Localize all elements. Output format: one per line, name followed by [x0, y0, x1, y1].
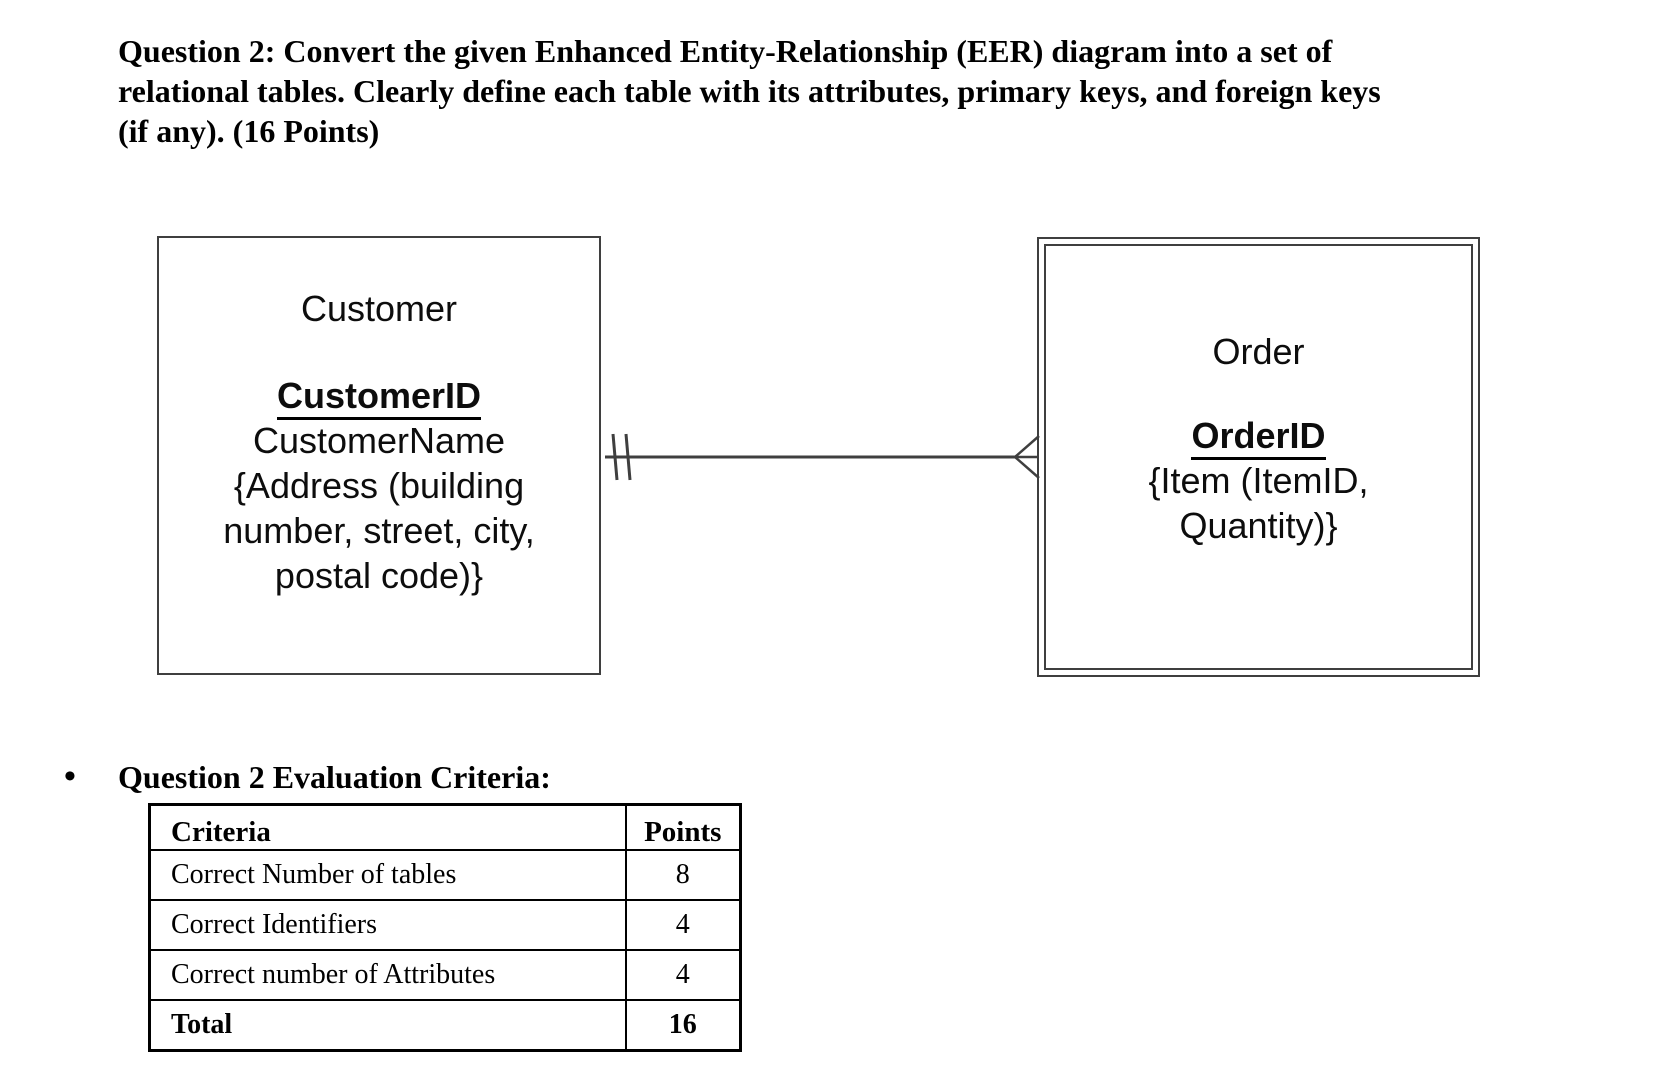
total-points-cell: 16	[624, 999, 742, 1052]
total-label-cell: Total	[148, 999, 627, 1052]
table-total-row: Total 16	[148, 999, 742, 1052]
entity-order: Order OrderID {Item (ItemID, Quantity)}	[1037, 237, 1480, 677]
relationship-connector	[605, 433, 1040, 481]
criteria-cell: Correct Identifiers	[148, 899, 627, 951]
question-line-2: relational tables. Clearly define each t…	[118, 73, 1381, 109]
entity-customer-attribute: CustomerName	[252, 420, 506, 461]
entity-order-key: OrderID	[1191, 415, 1326, 460]
entity-customer-title: Customer	[300, 288, 458, 329]
question-line-1: Question 2: Convert the given Enhanced E…	[118, 33, 1333, 69]
entity-customer-key: CustomerID	[276, 375, 482, 420]
entity-customer-attribute: {Address (building	[233, 465, 525, 506]
table-row: Correct number of Attributes 4	[148, 949, 742, 1001]
entity-customer-attribute: postal code)}	[274, 555, 484, 596]
question-text: Question 2: Convert the given Enhanced E…	[118, 31, 1518, 151]
points-cell: 4	[624, 899, 742, 951]
entity-order-content: Order OrderID {Item (ItemID, Quantity)}	[1039, 239, 1478, 675]
evaluation-table: Criteria Points Correct Number of tables…	[148, 803, 742, 1052]
cardinality-one-tick-icon	[611, 433, 619, 481]
points-cell: 8	[624, 849, 742, 901]
header-criteria: Criteria	[148, 803, 627, 851]
bullet-marker: •	[64, 758, 76, 795]
entity-order-attribute: Quantity)}	[1179, 505, 1338, 546]
criteria-cell: Correct Number of tables	[148, 849, 627, 901]
crows-foot-many-icon	[1014, 435, 1040, 479]
table-row: Correct Identifiers 4	[148, 899, 742, 951]
table-header-row: Criteria Points	[148, 803, 742, 851]
entity-customer: Customer CustomerID CustomerName {Addres…	[157, 236, 601, 675]
points-cell: 4	[624, 949, 742, 1001]
question-line-3: (if any). (16 Points)	[118, 113, 380, 149]
entity-customer-attribute: number, street, city,	[223, 510, 535, 551]
entity-order-attribute: {Item (ItemID,	[1148, 460, 1369, 501]
header-points: Points	[624, 803, 742, 851]
cardinality-one-tick-icon	[624, 433, 632, 481]
entity-order-key-line: OrderID	[1039, 413, 1478, 460]
evaluation-heading: Question 2 Evaluation Criteria:	[118, 759, 551, 795]
entity-order-inner-border	[1044, 244, 1473, 670]
entity-order-title: Order	[1212, 331, 1305, 372]
entity-customer-key-line: CustomerID	[159, 373, 599, 420]
table-row: Correct Number of tables 8	[148, 849, 742, 901]
criteria-cell: Correct number of Attributes	[148, 949, 627, 1001]
